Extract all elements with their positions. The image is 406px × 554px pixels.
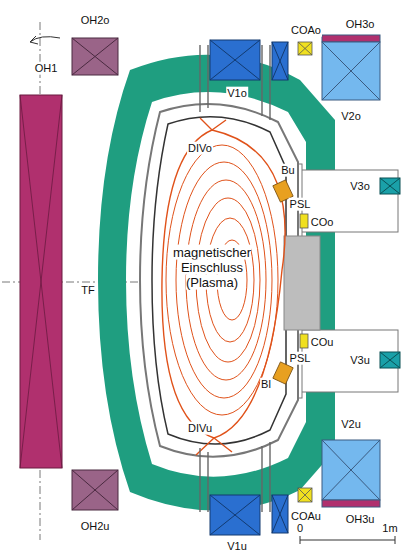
vessel (140, 104, 298, 457)
coil-name: V1u (226, 539, 248, 552)
coil-name: OH1 (34, 62, 59, 75)
part-name: DIVo (187, 142, 213, 155)
coil-name: V3o (349, 180, 371, 193)
v3-coils (380, 178, 400, 368)
tf-coil (98, 55, 335, 511)
plasma-label: magnetischer Einschluss (Plasma) (167, 246, 257, 291)
scale-number: 1m (381, 522, 398, 535)
coil-name: COAu (290, 510, 322, 523)
coa-coils (298, 42, 312, 502)
scale-number: 0 (296, 522, 304, 535)
coil-name: OH3o (345, 18, 376, 31)
coil-name: COAo (290, 24, 322, 37)
v2-coils (322, 35, 380, 507)
coil-name: TF (80, 284, 95, 297)
part-name: PSL (289, 352, 312, 365)
coil-name: OH2o (80, 14, 111, 27)
port-block (284, 236, 320, 330)
co-coils (300, 214, 308, 348)
scale-bar (300, 536, 395, 544)
part-name: DIVu (187, 422, 213, 435)
plasma-contours (162, 118, 285, 455)
coil-name: V2o (340, 110, 362, 123)
coil-name: V3u (349, 354, 371, 367)
coil-name: OH3u (345, 513, 376, 526)
part-name: Bu (280, 164, 295, 177)
part-name: COo (310, 216, 335, 229)
coil-name: V1o (226, 87, 248, 100)
coil-name: V2u (340, 418, 362, 431)
part-name: PSL (289, 198, 312, 211)
coil-name: OH2u (80, 520, 111, 533)
oh1-coil (20, 95, 62, 468)
part-name: COu (310, 336, 335, 349)
part-name: Bl (260, 378, 272, 391)
